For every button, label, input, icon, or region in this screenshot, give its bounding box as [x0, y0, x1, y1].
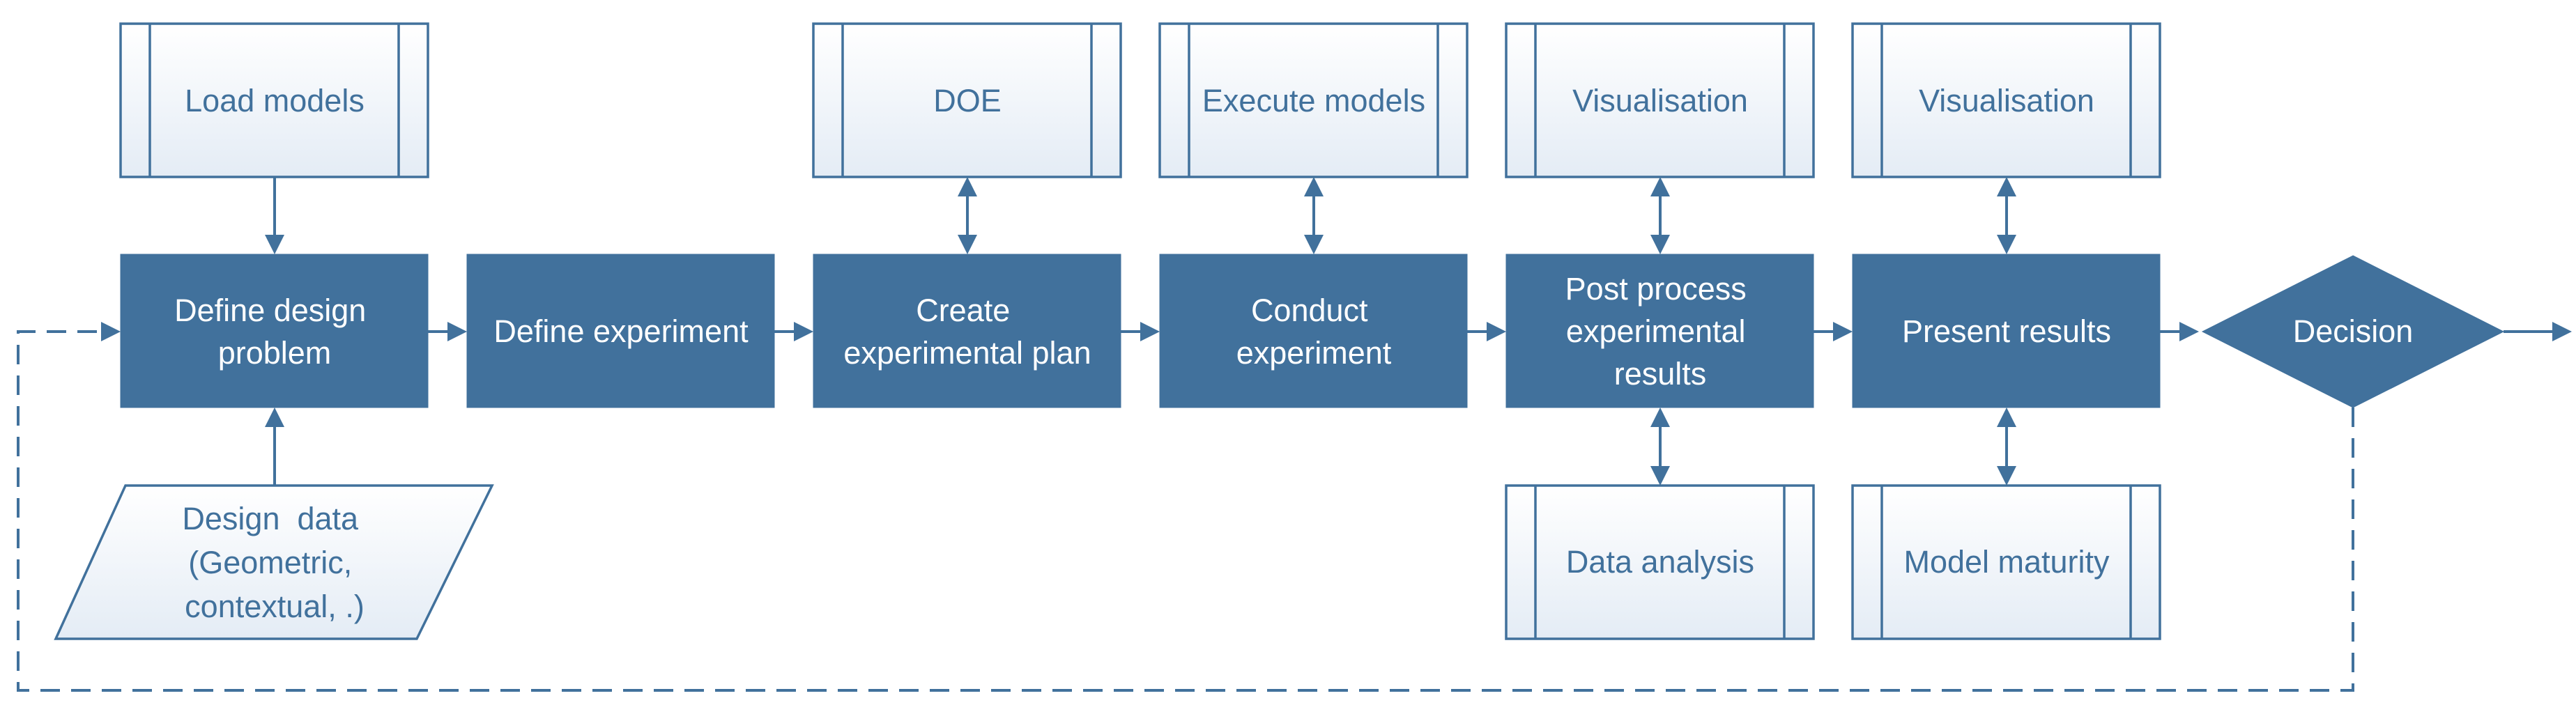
subprocess-label: Visualisation: [1572, 83, 1748, 118]
process-label-line: results: [1614, 356, 1707, 391]
svg-text:Conduct experiment: Conduct experiment: [1236, 293, 1392, 371]
subprocess-bottom-model-maturity: Model maturity: [1851, 484, 2161, 640]
subprocess-label: Data analysis: [1566, 544, 1754, 580]
svg-text:Define design problem: Define design problem: [174, 293, 375, 371]
arrowhead: [2552, 322, 2572, 341]
process-label-line: Define experiment: [493, 313, 749, 349]
subprocess-top-doe: DOE: [812, 22, 1122, 178]
process-create-experimental-plan: Create experimental plan: [813, 254, 1121, 408]
arrowhead: [447, 322, 467, 341]
subprocess-top-load-models: Load models: [119, 22, 429, 178]
input-label-line: (Geometric,: [188, 545, 352, 580]
arrowhead: [1997, 177, 2016, 196]
arrowhead: [1833, 322, 1853, 341]
arrowhead: [958, 235, 977, 254]
arrowhead: [1650, 466, 1670, 486]
process-label-line: Create: [916, 293, 1010, 328]
svg-text:Design data (Geometric,: Design data (Geometric, contextual, .): [182, 501, 367, 624]
arrowhead: [1304, 177, 1324, 196]
arrowhead: [1650, 177, 1670, 196]
input-label-line: contextual, .): [185, 589, 365, 624]
svg-text:Post process experimenta: Post process experimental results: [1565, 271, 1756, 391]
arrowhead: [1304, 235, 1324, 254]
subprocess-top-visualisation-1: Visualisation: [1505, 22, 1815, 178]
connectors: [17, 177, 2572, 692]
process-label-line: experimental plan: [843, 335, 1091, 371]
feedback-loop-line: [17, 330, 2354, 692]
subprocess-label: Execute models: [1202, 83, 1425, 118]
process-define-experiment: Define experiment: [466, 254, 775, 408]
process-label-line: Present results: [1902, 313, 2111, 349]
arrowhead: [1140, 322, 1160, 341]
arrowhead: [101, 322, 121, 341]
arrowhead: [794, 322, 813, 341]
subprocess-label: Load models: [185, 83, 365, 118]
svg-text:Define experiment: Define experiment: [493, 313, 749, 349]
arrowhead: [2179, 322, 2199, 341]
subprocess-top-execute-models: Execute models: [1158, 22, 1469, 178]
process-label-line: Conduct: [1251, 293, 1368, 328]
arrowhead: [1650, 235, 1670, 254]
subprocess-top-visualisation-2: Visualisation: [1851, 22, 2161, 178]
arrowhead: [265, 235, 284, 254]
arrowhead: [1997, 235, 2016, 254]
subprocess-bottom-data-analysis: Data analysis: [1505, 484, 1815, 640]
process-label-line: Define design: [174, 293, 366, 328]
svg-text:Present results: Present results: [1902, 313, 2111, 349]
process-label-line: experimental: [1566, 313, 1746, 349]
subprocess-label: Visualisation: [1919, 83, 2094, 118]
arrowhead: [265, 408, 284, 427]
svg-text:Create experimental plan: Create experimental plan: [843, 293, 1091, 371]
arrowhead: [1650, 408, 1670, 427]
process-present-results: Present results: [1852, 254, 2161, 408]
arrowhead: [1997, 408, 2016, 427]
process-label-line: experiment: [1236, 335, 1392, 371]
input-design-data: Design data (Geometric, contextual, .): [54, 484, 494, 640]
process-post-process-experimental-results: Post process experimental results: [1505, 254, 1814, 408]
process-define-design-problem: Define design problem: [120, 254, 429, 408]
arrowhead: [1487, 322, 1506, 341]
arrowhead: [1997, 466, 2016, 486]
process-label-line: Post process: [1565, 271, 1747, 307]
subprocess-label: DOE: [933, 83, 1002, 118]
decision-label: Decision: [2293, 313, 2414, 349]
decision-diamond: Decision: [2201, 255, 2505, 408]
subprocess-label: Model maturity: [1903, 544, 2110, 580]
input-label-line: Design data: [182, 501, 359, 536]
arrowhead: [958, 177, 977, 196]
process-label-line: problem: [218, 335, 332, 371]
process-conduct-experiment: Conduct experiment: [1159, 254, 1468, 408]
